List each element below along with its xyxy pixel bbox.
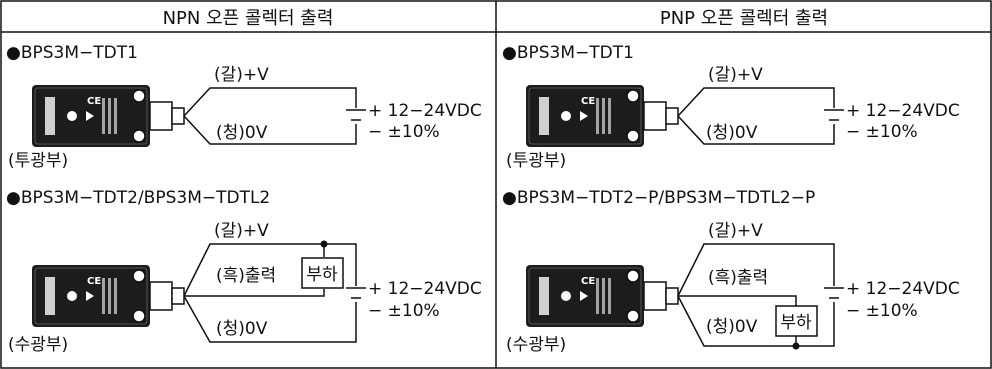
npn-load-label: 부하 — [306, 265, 338, 285]
cable-icon — [149, 281, 185, 311]
npn-top-unit: (투광부) — [8, 151, 68, 171]
pnp-top-circuit: ●BPS3M−TDT1 (갈)+V (청)0V + 12−24VDC − ±10… — [502, 43, 960, 171]
sensor-receiver-icon — [31, 264, 151, 328]
cable-icon — [149, 101, 185, 131]
npn-bottom-unit: (수광부) — [8, 335, 68, 355]
pnp-load-label: 부하 — [780, 313, 812, 333]
pnp-bottom-tolerance: − ±10% — [846, 301, 918, 321]
npn-top-circuit: ●BPS3M−TDT1 (갈)+V (청)0V + 12−24VDC − ±10… — [6, 43, 482, 171]
pnp-bottom-supply: + 12−24VDC — [846, 279, 960, 299]
npn-top-blue: (청)0V — [216, 123, 268, 143]
sensor-receiver-icon — [525, 264, 645, 328]
pnp-top-tolerance: − ±10% — [846, 122, 918, 142]
cable-icon — [643, 101, 679, 131]
npn-bottom-brown: (갈)+V — [214, 221, 269, 241]
npn-bottom-supply: + 12−24VDC — [368, 279, 482, 299]
npn-bottom-black: (흑)출력 — [216, 266, 276, 286]
pnp-bottom-blue: (청)0V — [706, 317, 758, 337]
header-pnp: PNP 오픈 콜렉터 출력 — [660, 8, 828, 29]
cable-icon — [643, 281, 679, 311]
pnp-bottom-unit: (수광부) — [506, 335, 566, 355]
pnp-bottom-model: ●BPS3M−TDT2−P/BPS3M−TDTL2−P — [502, 188, 815, 208]
npn-bottom-tolerance: − ±10% — [368, 301, 440, 321]
pnp-top-unit: (투광부) — [506, 151, 566, 171]
sensor-emitter-icon — [31, 84, 151, 148]
pnp-top-model: ●BPS3M−TDT1 — [502, 43, 634, 63]
npn-bottom-blue: (청)0V — [216, 319, 268, 339]
pnp-bottom-brown: (갈)+V — [708, 221, 763, 241]
header-npn: NPN 오픈 콜렉터 출력 — [163, 8, 334, 29]
npn-top-model: ●BPS3M−TDT1 — [6, 43, 138, 63]
pnp-bottom-black: (흑)출력 — [708, 268, 768, 288]
npn-top-supply: + 12−24VDC — [368, 101, 482, 121]
pnp-top-blue: (청)0V — [706, 123, 758, 143]
sensor-emitter-icon — [525, 84, 645, 148]
pnp-bottom-circuit: ●BPS3M−TDT2−P/BPS3M−TDTL2−P 부하 (갈)+V (흑)… — [502, 188, 960, 355]
pnp-top-supply: + 12−24VDC — [846, 101, 960, 121]
pnp-top-brown: (갈)+V — [708, 65, 763, 85]
npn-top-tolerance: − ±10% — [368, 122, 440, 142]
npn-top-brown: (갈)+V — [214, 65, 269, 85]
npn-bottom-circuit: ●BPS3M−TDT2/BPS3M−TDTL2 부하 (갈)+V (흑)출력 (… — [6, 188, 482, 355]
npn-bottom-model: ●BPS3M−TDT2/BPS3M−TDTL2 — [6, 188, 270, 208]
